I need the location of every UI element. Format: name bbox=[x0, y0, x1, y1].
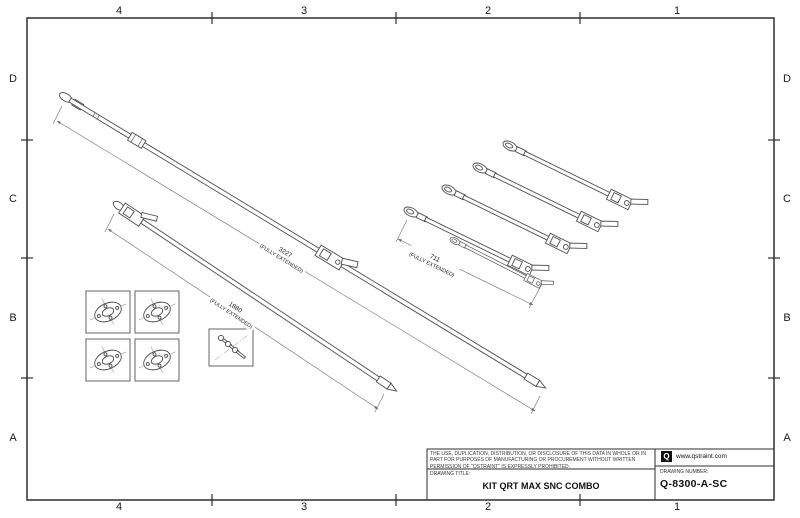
zone-col-2-top: 2 bbox=[484, 5, 492, 17]
drawing-number-label: DRAWING NUMBER: bbox=[660, 469, 709, 475]
website-text: www.qstraint.com bbox=[676, 453, 727, 460]
zone-row-a-right: A bbox=[783, 432, 791, 444]
drawing-number: Q-8300-A-SC bbox=[660, 478, 728, 490]
zone-row-b-right: B bbox=[783, 312, 791, 324]
zone-row-a-left: A bbox=[9, 432, 17, 444]
drawing-title: KIT QRT MAX SNC COMBO bbox=[482, 481, 600, 491]
flange-detail-boxes bbox=[83, 289, 182, 383]
zone-col-1-bottom: 1 bbox=[673, 501, 681, 513]
zone-row-d-right: D bbox=[783, 73, 791, 85]
qstraint-logo: Q bbox=[661, 451, 672, 462]
zone-row-b-left: B bbox=[9, 312, 17, 324]
title-block-frame bbox=[426, 448, 775, 501]
drawing-title-label: DRAWING TITLE: bbox=[430, 471, 471, 477]
zone-col-4-bottom: 4 bbox=[115, 501, 123, 513]
zone-col-3-bottom: 3 bbox=[300, 501, 308, 513]
zone-row-c-right: C bbox=[783, 193, 791, 205]
zone-col-4-top: 4 bbox=[115, 5, 123, 17]
zone-row-d-left: D bbox=[9, 73, 17, 85]
zone-col-2-bottom: 2 bbox=[484, 501, 492, 513]
zone-row-c-left: C bbox=[9, 193, 17, 205]
sheet-border bbox=[21, 12, 780, 506]
title-block-legal-text: THE USE, DUPLICATION, DISTRIBUTION, OR D… bbox=[430, 451, 647, 470]
strap-3227 bbox=[58, 92, 547, 389]
zone-col-3-top: 3 bbox=[300, 5, 308, 17]
fastener-detail-box bbox=[208, 328, 254, 367]
zone-col-1-top: 1 bbox=[673, 5, 681, 17]
